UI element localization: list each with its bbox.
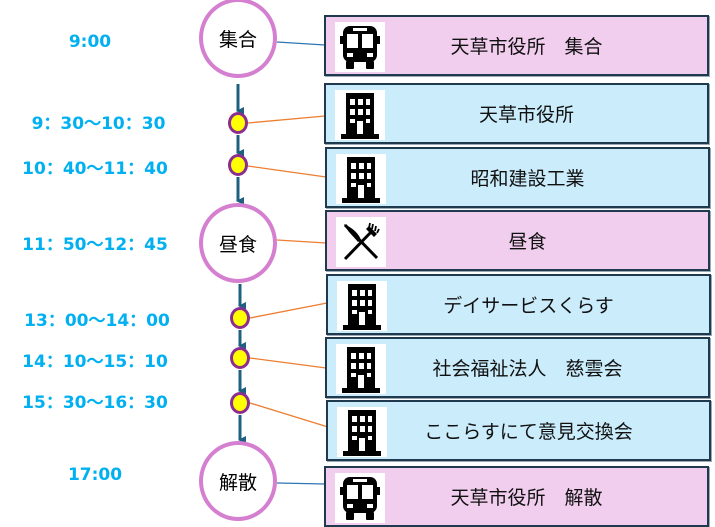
schedule-box-label: 天草市役所 集合 (450, 36, 603, 58)
building-icon (336, 154, 386, 204)
stop-dot (228, 154, 248, 176)
schedule-box-meeting: 天草市役所 集合 (324, 15, 709, 76)
event-circle-dismissal: 解散 (199, 441, 277, 521)
time-label-dismissal: 17:00 (67, 465, 123, 485)
connector-line (247, 115, 326, 124)
schedule-box-label: ここらすにて意見交換会 (424, 421, 633, 443)
schedule-box-visit-5: ここらすにて意見交換会 (326, 400, 711, 461)
event-circle-label: 昼食 (218, 233, 257, 256)
schedule-box-label: 昼食 (508, 231, 547, 253)
schedule-box-lunch: 昼食 (325, 210, 710, 271)
connector-line (276, 482, 326, 485)
building-icon (337, 281, 387, 331)
building-icon (335, 90, 385, 140)
schedule-box-label: 天草市役所 (478, 104, 574, 126)
event-circle-label: 集合 (218, 28, 257, 51)
building-icon (336, 344, 386, 394)
schedule-box-label: 社会福祉法人 慈雲会 (432, 358, 623, 380)
connector-line (249, 302, 328, 319)
time-label-visit-3: 13：00〜14：00 (24, 311, 170, 331)
time-label-lunch: 11：50〜12：45 (22, 235, 168, 255)
bus-icon (335, 473, 385, 523)
building-icon (337, 407, 387, 457)
schedule-box-dismissal: 天草市役所 解散 (324, 466, 709, 527)
bus-icon (335, 22, 385, 72)
schedule-box-label: デイサービスくらす (443, 295, 614, 317)
schedule-box-visit-4: 社会福祉法人 慈雲会 (325, 337, 710, 398)
schedule-box-label: 昭和建設工業 (470, 168, 585, 190)
time-label-meeting: 9:00 (68, 32, 112, 52)
stop-dot (230, 392, 250, 414)
knife-fork-icon (336, 217, 386, 267)
schedule-box-visit-3: デイサービスくらす (326, 274, 711, 335)
event-circle-label: 解散 (218, 471, 257, 494)
time-label-visit-4: 14：10〜15：10 (22, 352, 168, 372)
event-circle-meeting: 集合 (199, 0, 277, 78)
connector-line (276, 239, 327, 244)
event-circle-lunch: 昼食 (199, 203, 277, 283)
time-label-visit-2: 10：40〜11：40 (22, 159, 168, 179)
connector-line (247, 165, 327, 178)
connector-line (249, 402, 329, 428)
connector-line (276, 41, 326, 46)
stop-dot (230, 347, 250, 369)
connector-line (249, 357, 327, 369)
time-label-visit-5: 15：30〜16：30 (22, 393, 168, 413)
stop-dot (230, 307, 250, 329)
schedule-box-visit-1: 天草市役所 (324, 83, 709, 144)
stop-dot (228, 112, 248, 134)
schedule-box-label: 天草市役所 解散 (450, 487, 603, 509)
schedule-box-visit-2: 昭和建設工業 (325, 147, 710, 208)
time-label-visit-1: 9：30〜10：30 (31, 114, 166, 134)
